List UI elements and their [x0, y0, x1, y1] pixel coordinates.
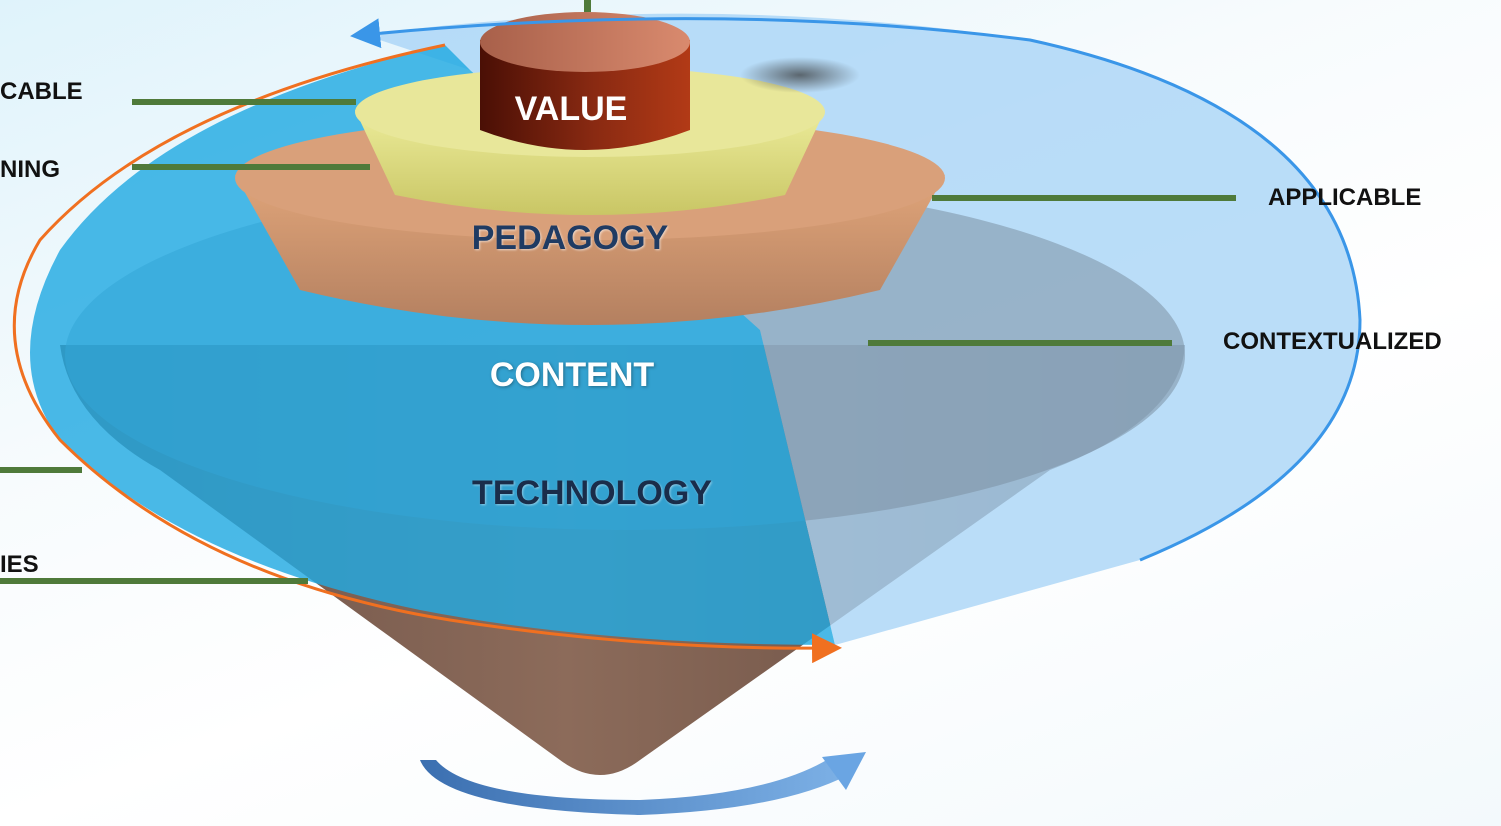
orange-rotation-arrow — [12, 43, 842, 664]
callout-right-1: APPLICABLE — [1268, 184, 1422, 211]
content-label: CONTENT — [489, 356, 655, 394]
value-label: VALUE — [514, 90, 628, 128]
shadow — [740, 57, 860, 93]
callout-left-1: CABLE — [0, 78, 83, 105]
leader-lines — [0, 99, 1236, 584]
cyan-band — [30, 45, 835, 645]
callout-left-2: NING — [0, 156, 60, 183]
top-connector — [584, 0, 591, 12]
technology-label: TECHNOLOGY — [472, 474, 712, 512]
callout-left-4: IES — [0, 551, 39, 578]
bottom-rotation-arrow — [420, 758, 862, 815]
callout-right-2: CONTEXTUALIZED — [1223, 328, 1442, 355]
value-cylinder-top — [480, 12, 690, 72]
bottom-rotation-arrowhead — [822, 752, 866, 790]
blue-rotation-arrow — [350, 17, 1362, 562]
pedagogy-label: PEDAGOGY — [471, 219, 669, 257]
